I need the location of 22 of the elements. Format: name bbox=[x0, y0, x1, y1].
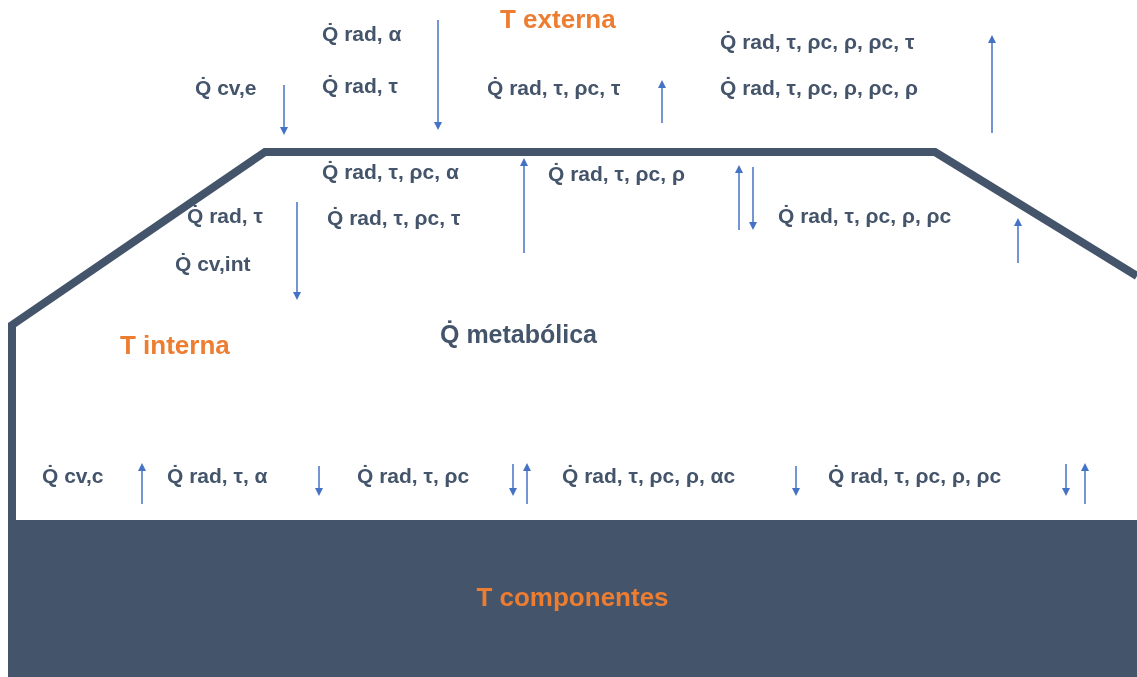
heat-flux-label: Q̇ rad, τ, ρc, τ bbox=[327, 205, 461, 231]
heat-flux-label: Q̇ rad, τ, ρc bbox=[357, 463, 470, 489]
heat-flux-label: Q̇ rad, τ, ρc, τ bbox=[487, 75, 621, 101]
heat-flux-label: Q̇ rad, τ, ρc, ρ, ρc, ρ bbox=[720, 75, 918, 101]
temperature-label: T externa bbox=[500, 4, 616, 35]
heat-flux-label: Q̇ cv,c bbox=[42, 463, 104, 489]
temperature-label: T interna bbox=[120, 330, 230, 361]
heat-flux-label: Q̇ rad, τ, ρc, ρ, ρc bbox=[828, 463, 1002, 489]
components-block bbox=[8, 520, 1137, 677]
heat-flux-label: Q̇ rad, τ, α bbox=[167, 463, 268, 489]
heat-flux-label: Q̇ rad, τ, ρc, ρ, ρc, τ bbox=[720, 29, 915, 55]
heat-flux-label: Q̇ cv,e bbox=[195, 75, 257, 101]
heat-flux-label: Q̇ rad, τ, ρc, ρ bbox=[548, 161, 685, 187]
heat-flux-label: Q̇ rad, τ, ρc, ρ, ρc bbox=[778, 203, 952, 229]
heat-flux-label: Q̇ metabólica bbox=[440, 319, 597, 350]
heat-flux-label: Q̇ rad, τ, ρc, ρ, αc bbox=[562, 463, 736, 489]
heat-flux-label: Q̇ rad, τ, ρc, α bbox=[322, 159, 459, 185]
heat-flux-label: Q̇ rad, τ bbox=[322, 73, 398, 99]
heat-flux-label: Q̇ rad, τ bbox=[187, 203, 263, 229]
heat-flux-label: Q̇ cv,int bbox=[175, 251, 251, 277]
temperature-label: T componentes bbox=[475, 582, 670, 613]
heat-flux-label: Q̇ rad, α bbox=[322, 21, 402, 47]
